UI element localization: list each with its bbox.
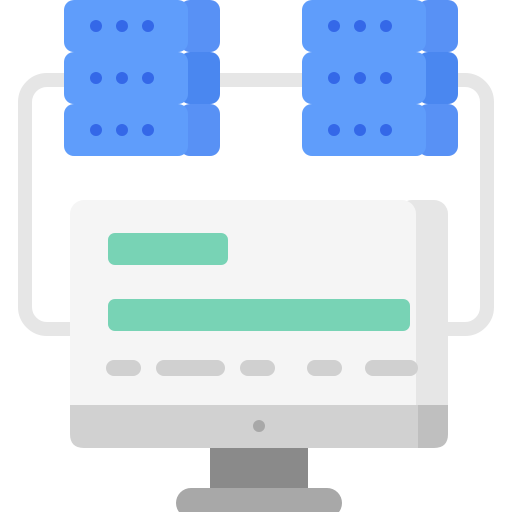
server-unit: [64, 0, 220, 52]
server-unit: [302, 0, 458, 52]
placeholder-bar: [307, 360, 342, 376]
placeholder-bar: [106, 360, 141, 376]
left-server-stack-icon: [64, 0, 220, 156]
placeholder-bar: [365, 360, 418, 376]
right-server-stack-icon: [302, 0, 458, 156]
server-unit: [302, 52, 458, 104]
desktop-monitor-icon: [70, 200, 448, 512]
screen-title-block: [108, 233, 228, 265]
monitor-neck: [210, 446, 308, 492]
monitor-base: [176, 488, 342, 512]
server-unit: [302, 104, 458, 156]
placeholder-bar: [156, 360, 225, 376]
placeholder-bar: [240, 360, 275, 376]
server-unit: [64, 52, 220, 104]
screen-wide-block: [108, 299, 410, 331]
server-unit: [64, 104, 220, 156]
webcam-dot: [253, 420, 265, 432]
monitor-bezel: [70, 405, 418, 448]
